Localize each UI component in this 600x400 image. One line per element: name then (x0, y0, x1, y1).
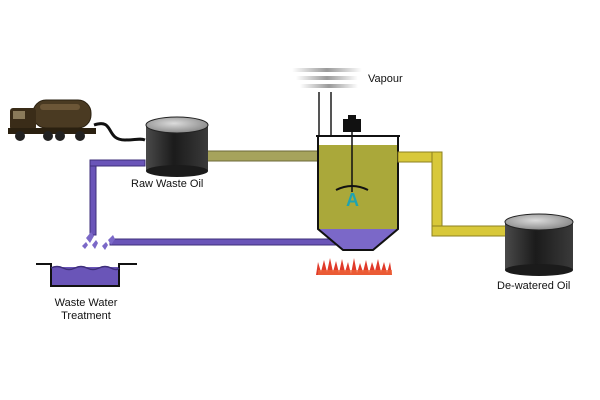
waste-water-treatment-label: Waste Water Treatment (54, 297, 118, 322)
water-pipe (89, 159, 339, 246)
raw-waste-oil-tank (145, 116, 209, 177)
truck-hose (93, 122, 146, 142)
vapour-label: Vapour (368, 73, 403, 85)
tanker-truck-icon (8, 99, 96, 141)
vapour-icon (292, 68, 362, 136)
raw-waste-oil-label: Raw Waste Oil (131, 178, 204, 190)
dewatered-oil-tank (504, 213, 574, 276)
oil-feed-pipe (204, 150, 319, 162)
flame-icon (316, 258, 392, 275)
dewatered-oil-pipe (397, 151, 509, 237)
reactor-mark: A (346, 190, 359, 210)
water-spray-icon (82, 232, 115, 250)
reactor-vessel (316, 115, 400, 251)
waste-water-basin (36, 263, 137, 287)
dewatered-oil-label: De-watered Oil (497, 280, 571, 292)
